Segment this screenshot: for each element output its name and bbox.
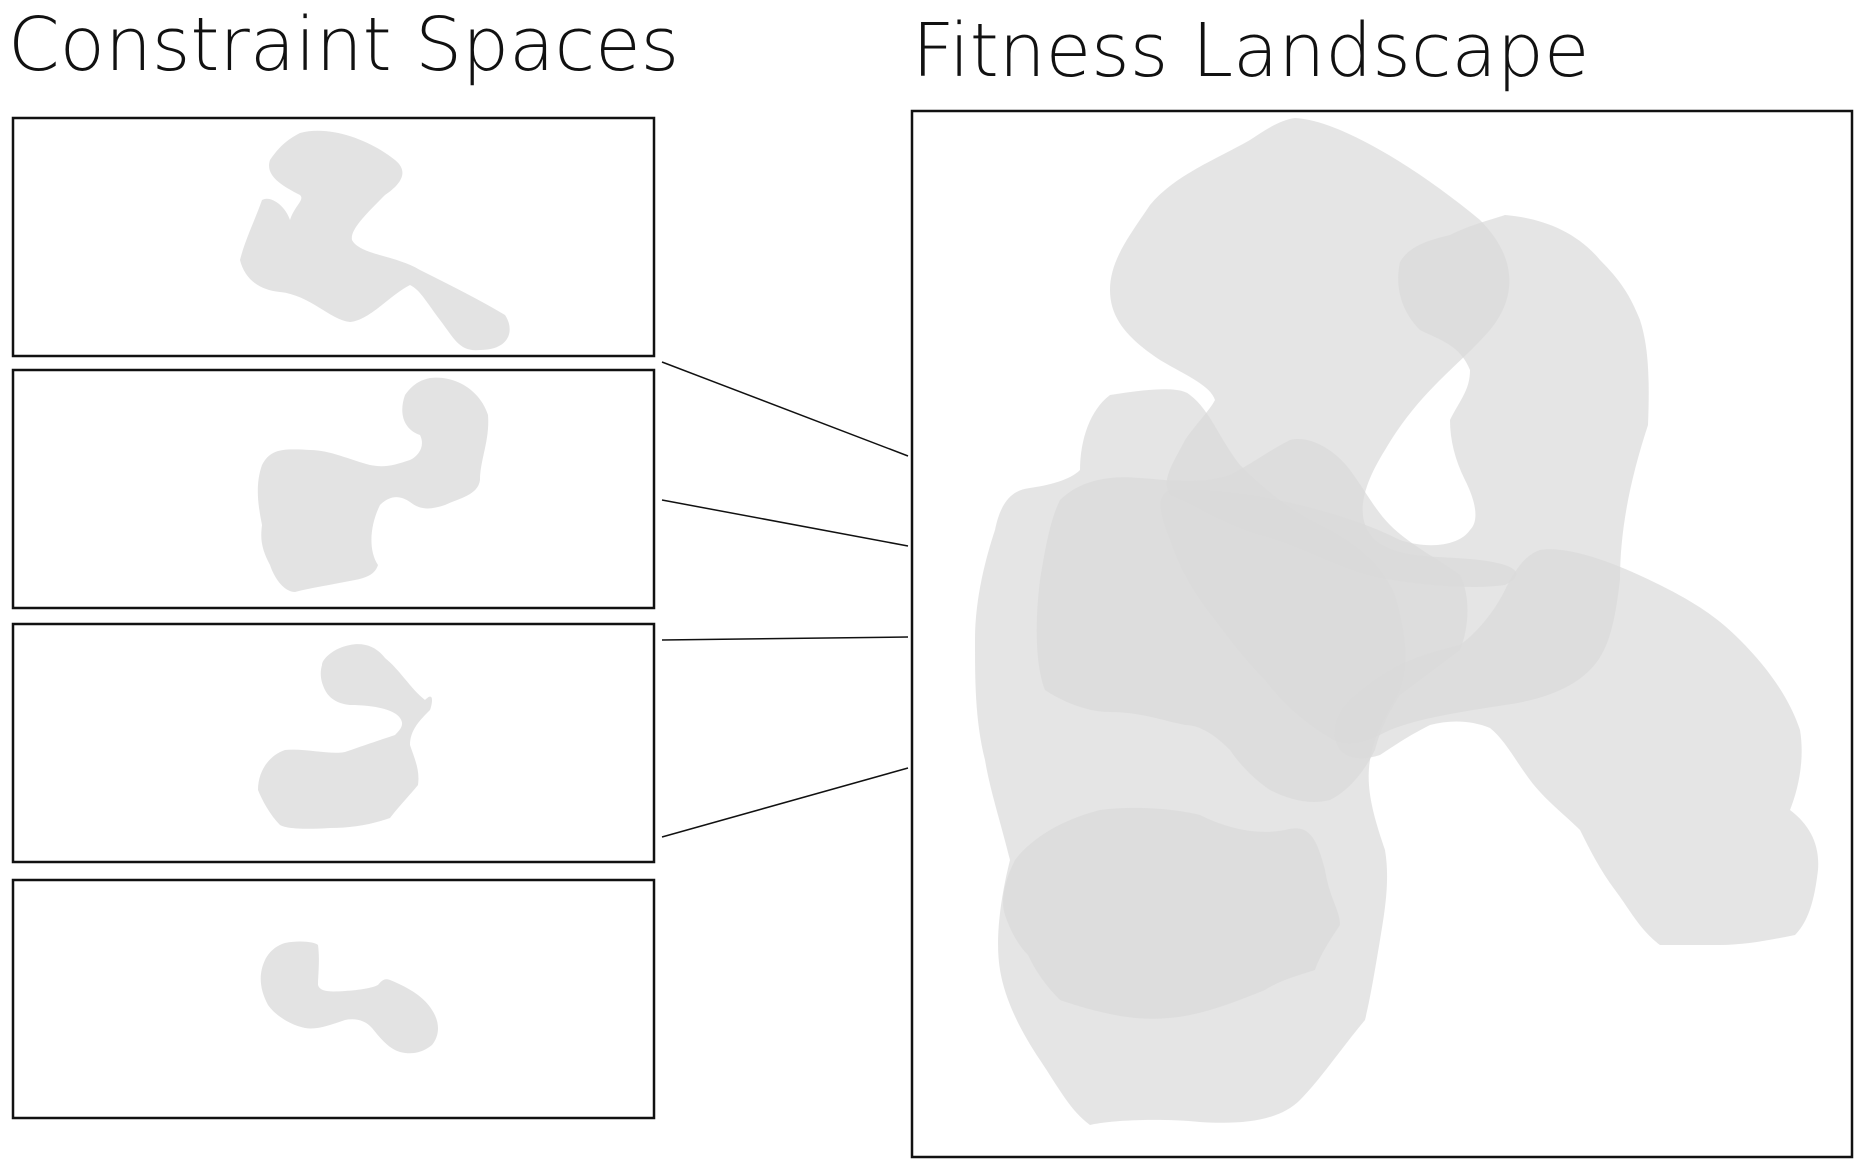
connector-line-1 (661, 361, 909, 457)
constraint-space-2-region (257, 377, 489, 592)
constraint-space-1 (11, 116, 656, 358)
constraint-space-3-region (258, 644, 433, 829)
constraint-space-2 (11, 368, 656, 610)
constraint-space-1-region (240, 130, 510, 351)
connector-line-3 (661, 636, 909, 641)
fitness-landscape-regions (975, 118, 1819, 1125)
constraint-space-4-region (260, 941, 438, 1054)
constraint-space-3 (11, 622, 656, 864)
landscape-region-5 (1334, 549, 1819, 945)
constraint-spaces-title: Constraint Spaces (8, 2, 680, 88)
connector-line-4 (661, 767, 909, 838)
constraint-space-4 (11, 878, 656, 1120)
fitness-landscape-title: Fitness Landscape (912, 8, 1590, 94)
landscape-region-6 (1003, 807, 1340, 1019)
connector-line-2 (661, 499, 909, 547)
